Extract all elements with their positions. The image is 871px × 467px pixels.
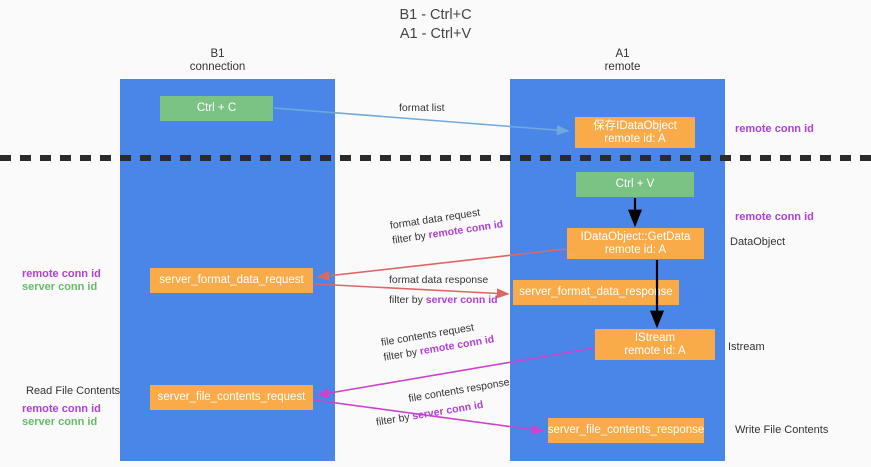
node-istream-line2: remote id: A	[624, 344, 686, 357]
side-label-left-server-conn-id-bot: server conn id	[22, 416, 98, 428]
lane-header-a1-name: A1	[615, 48, 630, 60]
node-idataobject-getdata[interactable]: IDataObject::GetData remote id: A	[567, 228, 704, 259]
side-label-read-file-contents: Read File Contents	[26, 385, 121, 397]
arrow-label-format-data-response-main: format data response	[389, 274, 489, 286]
arrow-label-format-list: format list	[399, 102, 445, 114]
node-ctrl-c-label: Ctrl + C	[196, 102, 237, 114]
diagram-title: B1 - Ctrl+C A1 - Ctrl+V	[0, 6, 871, 44]
title-line-1: B1 - Ctrl+C	[399, 7, 472, 23]
lane-header-b1-sub: connection	[189, 61, 246, 73]
node-server-file-contents-request[interactable]: server_file_contents_request	[150, 385, 313, 410]
node-file-request-label: server_file_contents_request	[157, 391, 306, 403]
node-save-idataobject-line2: remote id: A	[604, 132, 666, 145]
node-file-response-label: server_file_contents_response	[547, 424, 705, 436]
filter-prefix: filter by	[389, 294, 426, 306]
lane-header-a1: A1 remote	[545, 48, 700, 74]
node-istream[interactable]: IStream remote id: A	[595, 329, 715, 360]
side-label-left-remote-conn-id-mid: remote conn id	[22, 268, 101, 280]
lane-header-b1-name: B1	[210, 48, 225, 60]
side-label-left-server-conn-id-mid: server conn id	[22, 281, 98, 293]
node-ctrl-v-label: Ctrl + V	[615, 178, 655, 190]
arrow-label-file-contents-response: file contents response filter by server …	[372, 375, 514, 430]
node-format-response-label: server_format_data_response	[519, 286, 673, 298]
node-server-file-contents-response[interactable]: server_file_contents_response	[548, 418, 704, 443]
filter-key-server-conn-id: server conn id	[425, 294, 498, 306]
node-server-format-data-response[interactable]: server_format_data_response	[513, 280, 679, 305]
title-line-2: A1 - Ctrl+V	[399, 26, 472, 42]
filter-prefix: filter by	[391, 229, 430, 247]
side-label-remote-conn-id-top: remote conn id	[735, 123, 814, 135]
lane-header-b1: B1 connection	[140, 48, 295, 74]
phase-divider	[0, 155, 871, 161]
side-label-dataobject: DataObject	[730, 236, 786, 248]
side-label-istream: Istream	[728, 341, 765, 353]
node-ctrl-v[interactable]: Ctrl + V	[576, 172, 694, 197]
arrow-label-format-data-request: format data request filter by remote con…	[389, 202, 504, 248]
node-getdata-line1: IDataObject::GetData	[580, 230, 691, 243]
arrow-label-format-data-response-filter: filter by server conn id	[389, 293, 498, 308]
arrow-label-file-contents-request: file contents request filter by remote c…	[380, 318, 495, 366]
node-format-request-label: server_format_data_request	[159, 274, 304, 286]
node-server-format-data-request[interactable]: server_format_data_request	[150, 268, 313, 293]
node-save-idataobject[interactable]: 保存IDataObject remote id: A	[575, 117, 695, 148]
node-getdata-line2: remote id: A	[604, 243, 667, 256]
arrow-label-format-data-response: format data response filter by server co…	[389, 273, 498, 308]
side-label-left-remote-conn-id-bot: remote conn id	[22, 403, 101, 415]
filter-prefix: filter by	[375, 410, 414, 429]
side-label-write-file-contents: Write File Contents	[735, 424, 829, 436]
side-label-remote-conn-id-mid: remote conn id	[735, 211, 814, 223]
node-ctrl-c[interactable]: Ctrl + C	[160, 96, 273, 121]
node-istream-line1: IStream	[634, 331, 676, 344]
lane-header-a1-sub: remote	[604, 61, 641, 73]
node-save-idataobject-line1: 保存IDataObject	[593, 119, 677, 132]
